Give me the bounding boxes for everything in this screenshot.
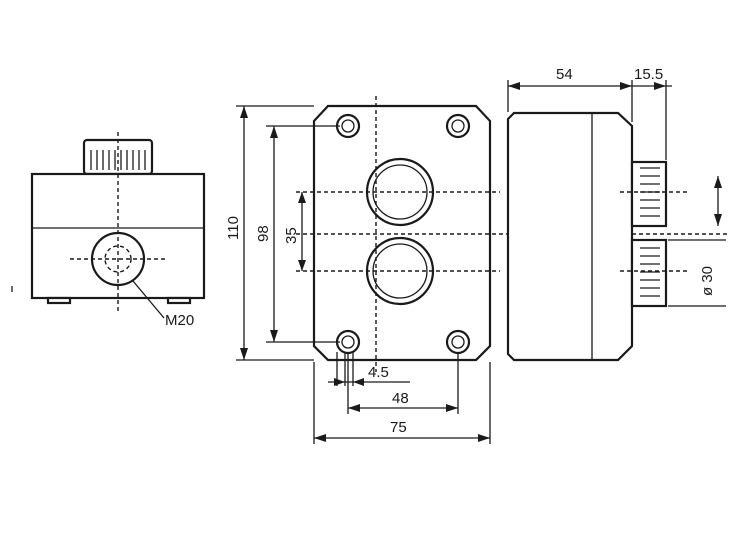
screw-top-right <box>445 113 471 139</box>
screw-top-left <box>335 113 361 139</box>
bottom-view: M20 <box>30 132 206 329</box>
dim-4-5: 4.5 <box>328 352 410 386</box>
gland-knurling <box>90 150 146 170</box>
screw-bottom-right-head <box>451 335 465 349</box>
dim-98-label: 98 <box>255 225 272 242</box>
dim-35: 35 <box>283 192 306 271</box>
dim-35-label: 35 <box>283 227 300 244</box>
dim-15-5: 15.5 <box>632 66 672 160</box>
side-button-upper <box>630 160 668 228</box>
dim-diameter-30: ø 30 <box>668 176 726 307</box>
foot-right <box>166 296 192 305</box>
dim-4-5-label: 4.5 <box>368 364 389 381</box>
screw-bottom-left-head <box>341 335 355 349</box>
gland-bore <box>104 245 132 273</box>
dim-54: 54 <box>507 66 633 122</box>
side-button-lower-ribs <box>640 247 660 297</box>
front-view <box>296 96 730 372</box>
dim-110-label: 110 <box>225 216 242 240</box>
dim-diameter-30-label: ø 30 <box>699 266 716 296</box>
foot-left <box>46 296 72 305</box>
m20-label: M20 <box>165 312 194 329</box>
side-view-body <box>506 111 634 362</box>
dim-75: 75 <box>313 362 491 444</box>
screw-bottom-right <box>445 329 471 355</box>
side-button-lower <box>630 238 668 308</box>
dim-54-label: 54 <box>556 66 573 83</box>
screw-top-right-head <box>451 119 465 133</box>
m20-leader <box>132 280 165 319</box>
screw-bottom-left <box>335 329 361 355</box>
dim-110: 110 <box>225 105 314 361</box>
dim-98: 98 <box>255 125 340 343</box>
dim-48: 48 <box>347 352 459 414</box>
dim-15-5-label: 15.5 <box>634 66 663 83</box>
side-view <box>506 111 690 362</box>
screw-top-left-head <box>341 119 355 133</box>
dim-75-label: 75 <box>390 419 407 436</box>
dim-48-label: 48 <box>392 390 409 407</box>
front-view-body <box>312 104 492 362</box>
